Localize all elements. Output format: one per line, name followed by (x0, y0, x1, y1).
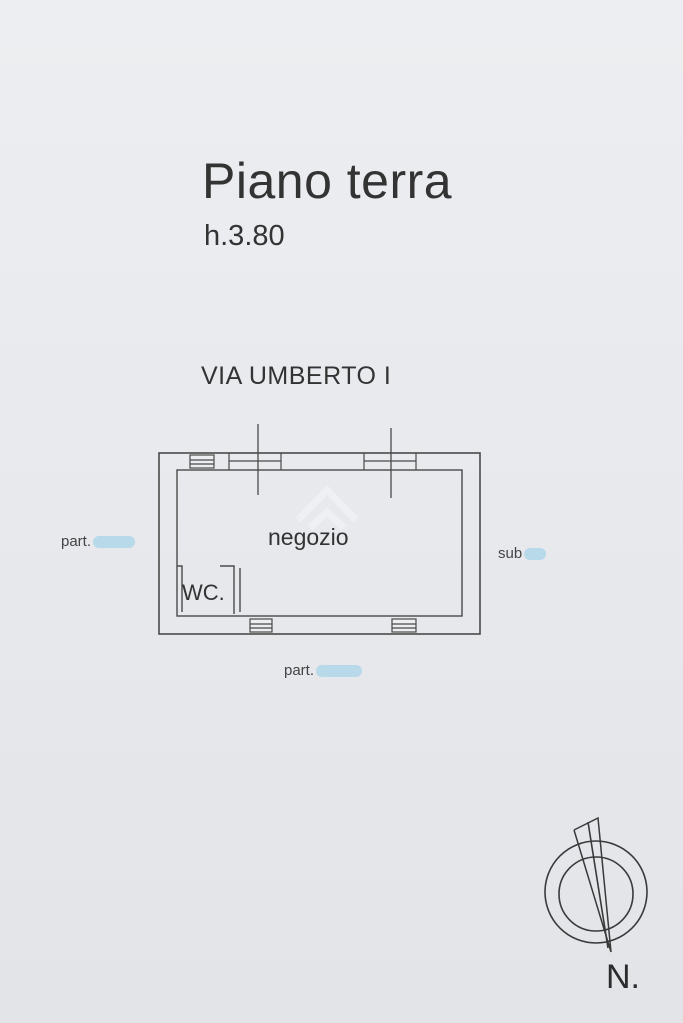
street-name: VIA UMBERTO I (201, 362, 392, 390)
inner-wall (176, 469, 463, 617)
redacted-number (524, 548, 547, 561)
neighbour-right-text: sub (498, 545, 523, 562)
redacted-number (316, 665, 363, 678)
outer-wall (158, 452, 481, 635)
room-label-shop: negozio (268, 524, 349, 550)
floor-height: h.3.80 (204, 220, 285, 252)
redacted-number (93, 536, 136, 549)
north-compass (544, 816, 648, 953)
bottom-window-left (249, 618, 273, 633)
floor-title: Piano terra (202, 153, 453, 209)
watermark-logo (295, 484, 359, 531)
room-label-wc: WC. (182, 580, 225, 605)
top-window-left (189, 454, 215, 469)
wc-partition (177, 565, 241, 614)
neighbour-bottom-label: part. (284, 662, 363, 679)
neighbour-left-text: part. (61, 533, 92, 550)
compass-inner-ring (558, 856, 634, 932)
top-door-1 (228, 453, 282, 470)
bottom-window-right (391, 618, 417, 633)
compass-needle (573, 816, 612, 953)
compass-outer-ring (544, 840, 648, 944)
neighbour-right-label: sub (498, 545, 547, 562)
neighbour-left-label: part. (61, 533, 136, 550)
neighbour-bottom-text: part. (284, 662, 315, 679)
north-label: N. (606, 958, 640, 996)
top-door-2 (363, 453, 417, 470)
